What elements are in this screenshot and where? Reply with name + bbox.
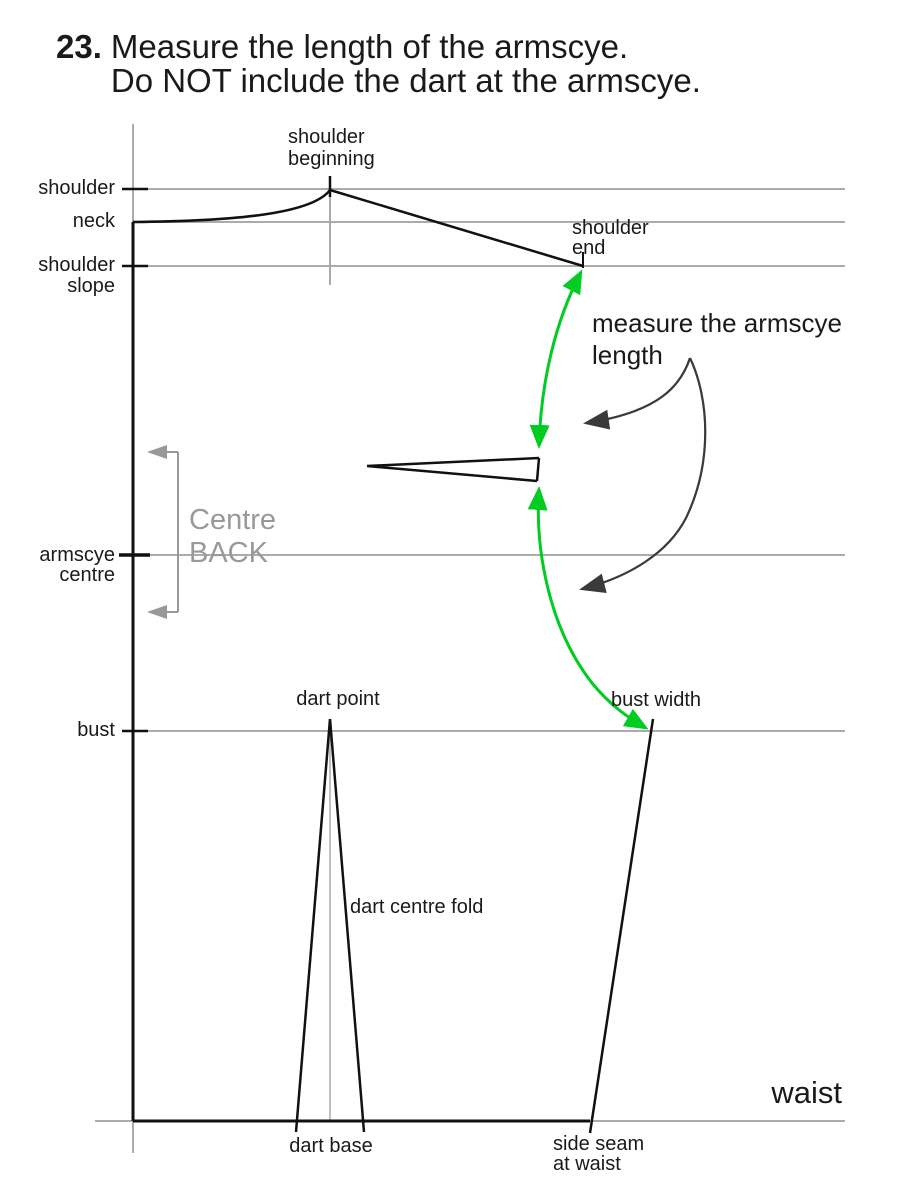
guide-lines [95,124,845,1153]
armscye-measure-arrows [527,269,649,730]
label-bust: bust [77,719,115,741]
step-text: Measure the length of the armscye. Do NO… [110,28,701,99]
armscye-dart [366,456,541,483]
step-number: 23. [56,28,102,65]
instruction-title: 23. Measure the length of the armscye. D… [56,30,701,98]
label-armscye-centre: armscye centre [39,544,115,586]
label-shoulder-end: shoulder end [572,217,649,259]
waist-dart [294,718,366,1133]
shoulder-seam [329,188,584,268]
label-side-seam-at-waist: side seam at waist [553,1133,645,1175]
callout-arrow-upper [583,357,692,430]
label-waist: waist [771,1075,842,1110]
callout-arrow-lower [579,357,707,593]
label-dart-base: dart base [289,1135,373,1157]
label-centre-back: Centre BACK [189,504,277,569]
label-shoulder: shoulder [38,177,115,199]
label-dart-centre-fold: dart centre fold [350,896,484,918]
pattern-outline [119,176,655,1134]
label-dart-point: dart point [296,688,380,710]
label-measure-armscye: measure the armscye length [592,308,842,370]
armscye-upper-measure-arrow [529,269,583,449]
side-seam [588,718,655,1134]
callout-arrows [579,357,707,593]
label-shoulder-beginning: shoulder beginning [288,126,375,170]
armscye-lower-measure-arrow [527,486,649,730]
label-neck: neck [72,210,115,232]
centre-back-bracket [147,445,179,619]
label-bust-width: bust width [610,689,702,711]
neck-curve [132,189,331,224]
label-shoulder-slope: shoulder slope [38,254,115,297]
